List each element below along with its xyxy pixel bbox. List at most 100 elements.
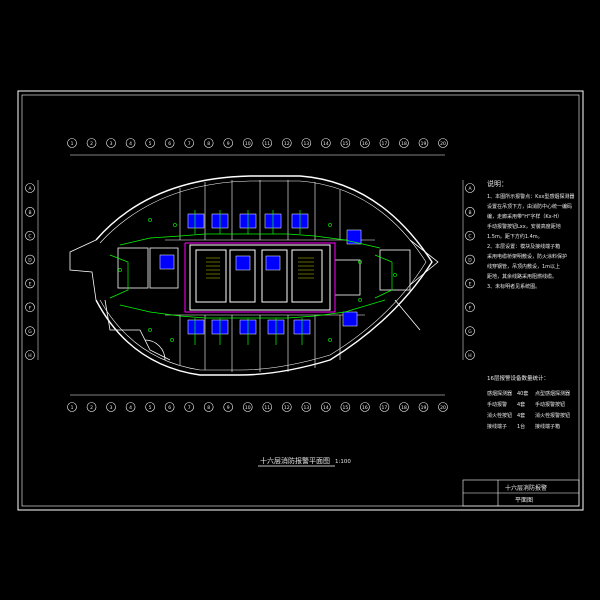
axis-label: 4 [129, 141, 132, 147]
axis-bubble [86, 402, 97, 412]
axis-label: C [28, 234, 31, 240]
axis-label: G [468, 329, 472, 335]
axis-label: 1 [71, 405, 74, 411]
axis-bubble [418, 402, 429, 412]
axis-bubble [438, 138, 448, 148]
axis-bubble [106, 402, 116, 412]
room-partitions [165, 180, 375, 372]
legend-heading: 16层报警设备数量统计： [487, 374, 549, 382]
axis-bubble [223, 138, 234, 148]
axis-bubble [242, 402, 253, 412]
axis-bubble [25, 207, 35, 217]
legend-item-qty: 4套 [517, 401, 525, 408]
note-line: 编，走廊采用带"H"字样（Kx-H） [487, 213, 562, 220]
axis-bubble [281, 402, 292, 412]
axis-label: 15 [343, 405, 349, 411]
smoke-detector-icon [358, 298, 362, 302]
corridor-loop [184, 242, 336, 313]
note-line: 采用电缆桥架明敷设，防火涂料保护 [487, 253, 567, 260]
axis-label: 4 [129, 405, 132, 411]
axis-bubble [465, 326, 475, 336]
dimension-lines [37, 154, 464, 396]
axis-bubble [164, 138, 175, 148]
axis-bubble [465, 278, 475, 289]
axis-bubble [164, 402, 175, 412]
axis-label: 11 [264, 405, 270, 411]
axis-label: 8 [207, 405, 210, 411]
note-line: 设置在吊顶下方，由消防中心统一编码 [487, 203, 572, 210]
axis-bubble [301, 138, 312, 148]
axis-label: 1 [71, 141, 74, 147]
axis-bubble [465, 254, 475, 265]
axis-bubble [25, 278, 35, 289]
axis-label: 18 [401, 405, 407, 411]
smoke-detector-icon [148, 218, 152, 222]
axis-bubble [25, 230, 35, 241]
legend-item-desc: 接线端子箱 [535, 423, 560, 430]
axis-label: 13 [303, 405, 309, 411]
axis-label: B [468, 210, 471, 216]
title-block-name: 十六层消防报警 [505, 484, 547, 492]
axis-label: 6 [168, 141, 171, 147]
axis-bubble [379, 138, 390, 148]
axis-bubble [340, 138, 351, 148]
axis-label: C [468, 234, 471, 240]
axis-label: G [28, 329, 32, 335]
title-block [462, 479, 580, 507]
legend-item-qty: 1台 [517, 423, 525, 430]
axis-bubble [223, 402, 234, 412]
axis-bubble [25, 350, 35, 360]
notes-block: 说明： 1、本图所示报警点：Kxx型感烟探测器设置在吊顶下方，由消防中心统一编码… [487, 179, 574, 290]
axis-bubble [465, 207, 475, 217]
axis-label: F [29, 305, 32, 311]
axis-label: 5 [149, 141, 152, 147]
axis-bubble [25, 326, 35, 336]
smoke-detector-icon [118, 268, 122, 272]
axis-bubble [321, 138, 331, 148]
legend-item-name: 接线端子 [487, 423, 507, 430]
note-line: 3、未标明者见系统图。 [487, 283, 540, 290]
axis-bubble [242, 138, 253, 148]
smoke-detector-icon [393, 273, 397, 277]
axis-bubble [340, 402, 351, 412]
legend-item-name: 消火栓按钮 [487, 412, 512, 419]
axis-bubble [281, 138, 292, 148]
axis-bubble [301, 402, 312, 412]
smoke-detector-icon [148, 328, 152, 332]
building-outline [95, 175, 433, 376]
drawing-inner-frame [21, 94, 580, 507]
axis-bubble [125, 402, 136, 412]
note-line: 1、本图所示报警点：Kxx型感烟探测器 [487, 193, 574, 200]
note-line: 线穿钢管，吊顶内敷设，1m以上 [487, 263, 560, 270]
axis-bubble [203, 402, 214, 412]
axis-label: 17 [382, 405, 388, 411]
axis-bubble [399, 402, 409, 412]
drawing-scale: 1:100 [335, 459, 351, 465]
axis-bubble [106, 138, 116, 148]
axis-bubble [465, 183, 475, 193]
legend-item-desc: 手动报警按钮 [535, 401, 565, 408]
axis-label: 10 [245, 405, 251, 411]
axis-bubble [203, 138, 214, 148]
note-line: 距地，其余线路采用阻燃线缆。 [487, 273, 557, 280]
axis-bubble [145, 402, 155, 412]
axis-label: 18 [401, 141, 407, 147]
axis-label: 2 [90, 405, 93, 411]
axis-label: 3 [110, 405, 113, 411]
axis-bubble [262, 138, 273, 148]
drawing-title: 十六层消防报警平面图 [260, 456, 330, 465]
axis-bubble [418, 138, 429, 148]
axis-label: H [28, 353, 31, 359]
smoke-detectors [118, 218, 397, 342]
axis-label: 17 [382, 141, 388, 147]
axis-label: E [469, 281, 472, 287]
axis-bubble [184, 138, 194, 148]
axis-label: 20 [440, 141, 446, 147]
axis-label: 12 [284, 405, 290, 411]
axis-label: 6 [168, 405, 171, 411]
note-line: 1.5m。距下方约1.4m。 [487, 233, 543, 240]
axis-label: 7 [188, 405, 191, 411]
